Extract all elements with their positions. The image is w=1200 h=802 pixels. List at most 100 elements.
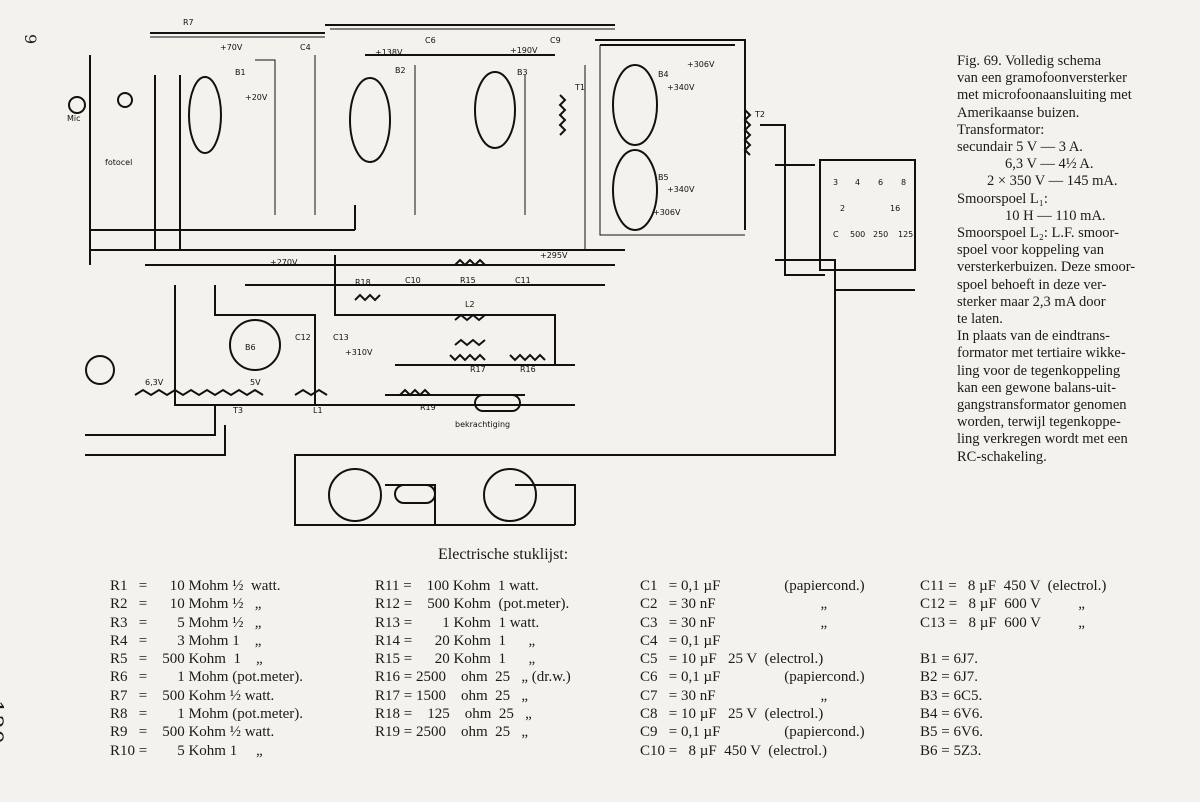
part-row: R11 = 100 Kohm 1 watt. [375, 578, 539, 594]
label-c13: C13 [333, 333, 349, 342]
part-row: R2 = 10 Mohm ½ „ [110, 596, 262, 613]
label-138v: +138V [375, 48, 403, 57]
parts-column-resistors-2: R11 = 100 Kohm 1 watt. R12 = 500 Kohm (p… [375, 577, 571, 742]
label-l2: L2 [465, 300, 475, 309]
label-l1: L1 [313, 406, 323, 415]
label-r16: R16 [520, 365, 536, 374]
part-row: C2 = 30 nF „ [640, 596, 828, 613]
part-row: R1 = 10 Mohm ½ watt. [110, 578, 281, 594]
label-c11: C11 [515, 276, 531, 285]
label-b5: B5 [658, 173, 669, 182]
label-310v: +310V [345, 348, 373, 357]
parts-column-resistors-1: R1 = 10 Mohm ½ watt. R2 = 10 Mohm ½ „ R3… [110, 577, 303, 760]
parts-column-capacitors: C1 = 0,1 µF (papiercond.) C2 = 30 nF „ C… [640, 577, 865, 760]
caption-line: spoel voor koppeling van [957, 242, 1104, 259]
caption-line: gangstransformator genomen [957, 397, 1127, 414]
amplifier-schematic: R7 +70V B1 +20V C4 +138V B2 C6 +190V B3 … [67, 18, 916, 526]
part-row: R4 = 3 Mohm 1 „ [110, 632, 262, 649]
label-r18: R18 [355, 278, 371, 287]
caption-line: met microfoonaansluiting met [957, 87, 1132, 104]
part-row: B6 = 5Z3. [920, 742, 982, 759]
part-row: C9 = 0,1 µF (papiercond.) [640, 724, 865, 741]
label-190v: +190V [510, 46, 538, 55]
part-row: R13 = 1 Kohm 1 watt. [375, 614, 540, 631]
caption-line: In plaats van de eindtrans- [957, 328, 1111, 345]
part-row: R5 = 500 Kohm 1 „ [110, 651, 263, 668]
caption-line: van een gramofoonversterker [957, 70, 1127, 87]
part-row: C8 = 10 µF 25 V (electrol.) [640, 706, 824, 723]
figure-caption: Fig. 69. Volledig schema van een gramofo… [957, 53, 1195, 466]
tap-2: 2 [840, 204, 845, 213]
label-5v: 5V [250, 378, 261, 387]
caption-line: versterkerbuizen. Deze smoor- [957, 259, 1136, 276]
part-row: C1 = 0,1 µF (papiercond.) [640, 578, 865, 594]
part-row: R15 = 20 Kohm 1 „ [375, 651, 536, 668]
caption-line: te laten. [957, 311, 1003, 328]
label-295v: +295V [540, 251, 568, 260]
tap-6: 6 [878, 178, 883, 187]
label-bekrachtiging: bekrachtiging [455, 420, 510, 429]
label-b1: B1 [235, 68, 246, 77]
part-row: R9 = 500 Kohm ½ watt. [110, 724, 275, 741]
label-c12: C12 [295, 333, 311, 342]
tap-3: 3 [833, 178, 838, 187]
tap-c: C [833, 230, 839, 239]
label-t2: T2 [754, 110, 765, 119]
label-t3: T3 [232, 406, 243, 415]
label-b3: B3 [517, 68, 528, 77]
page-number: 129 [0, 700, 6, 745]
label-c10: C10 [405, 276, 421, 285]
caption-line: 10 H — 110 mA. [1005, 207, 1106, 224]
label-mic: Mic [67, 114, 81, 123]
label-270v: +270V [270, 258, 298, 267]
part-row: C3 = 30 nF „ [640, 614, 828, 631]
part-row: C12 = 8 µF 600 V „ [920, 596, 1085, 613]
label-b6: B6 [245, 343, 256, 352]
part-row: C11 = 8 µF 450 V (electrol.) [920, 578, 1107, 594]
part-row: R10 = 5 Kohm 1 „ [110, 742, 263, 759]
part-row: B2 = 6J7. [920, 669, 979, 686]
part-row: R17 = 1500 ohm 25 „ [375, 687, 529, 704]
caption-line: worden, terwijl tegenkoppe- [957, 414, 1121, 431]
label-r17: R17 [470, 365, 486, 374]
label-c6: C6 [425, 36, 436, 45]
part-row: R12 = 500 Kohm (pot.meter). [375, 596, 570, 613]
caption-line: secundair 5 V — 3 A. [957, 139, 1083, 156]
part-row: B3 = 6C5. [920, 687, 983, 704]
label-r15: R15 [460, 276, 476, 285]
part-row: C13 = 8 µF 600 V „ [920, 614, 1085, 631]
caption-line: kan een gewone balans-uit- [957, 379, 1117, 396]
part-row: R14 = 20 Kohm 1 „ [375, 632, 536, 649]
part-row: C6 = 0,1 µF (papiercond.) [640, 669, 865, 686]
part-row: R8 = 1 Mohm (pot.meter). [110, 706, 304, 723]
caption-line: Smoorspoel L₁: [957, 190, 1048, 207]
tap-16: 16 [890, 204, 900, 213]
parts-list-title: Electrische stuklijst: [438, 546, 569, 563]
part-row: C4 = 0,1 µF [640, 632, 721, 649]
label-b4: B4 [658, 70, 669, 79]
caption-line: spoel behoeft in deze ver- [957, 276, 1107, 293]
tap-8: 8 [901, 178, 906, 187]
part-row: B5 = 6V6. [920, 724, 984, 741]
caption-line: sterker maar 2,3 mA door [957, 293, 1106, 310]
caption-line: Fig. 69. Volledig schema [957, 53, 1102, 69]
caption-line: RC-schakeling. [957, 448, 1047, 465]
tap-4: 4 [855, 178, 860, 187]
label-c9: C9 [550, 36, 561, 45]
parts-column-tubes: C11 = 8 µF 450 V (electrol.) C12 = 8 µF … [920, 577, 1106, 760]
label-r7: R7 [183, 18, 194, 27]
label-70v: +70V [220, 43, 243, 52]
caption-line: 6,3 V — 4½ A. [1005, 156, 1094, 173]
caption-line: Amerikaanse buizen. [957, 104, 1080, 121]
part-row: R6 = 1 Mohm (pot.meter). [110, 669, 304, 686]
part-row: C10 = 8 µF 450 V (electrol.) [640, 742, 827, 759]
part-row: B1 = 6J7. [920, 651, 979, 668]
caption-line: ling voor de tegenkoppeling [957, 362, 1121, 379]
part-row: R3 = 5 Mohm ½ „ [110, 614, 262, 631]
part-row: R7 = 500 Kohm ½ watt. [110, 687, 275, 704]
tap-125: 125 [898, 230, 913, 239]
part-row: B4 = 6V6. [920, 706, 984, 723]
caption-line: ling verkregen wordt met een [957, 431, 1128, 448]
caption-line: Transformator: [957, 121, 1045, 138]
part-row: R19 = 2500 ohm 25 „ [375, 724, 529, 741]
